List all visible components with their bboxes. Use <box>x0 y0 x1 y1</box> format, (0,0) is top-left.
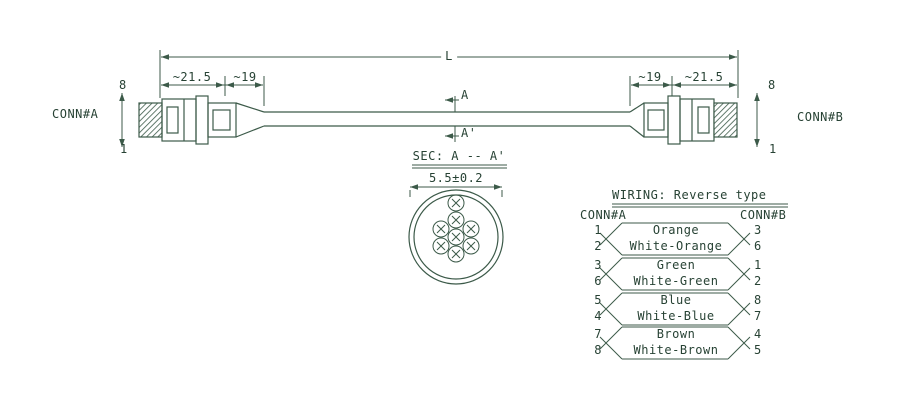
cable-diameter-label: 5.5±0.2 <box>428 171 484 185</box>
wiring-pair-symbols <box>599 222 751 360</box>
wiring-row: 5 Blue 8 <box>0 293 900 309</box>
pin-conn-b: 5 <box>754 343 762 357</box>
pin-conn-b: 3 <box>754 223 762 237</box>
pin-conn-a: 1 <box>594 223 602 237</box>
pin-conn-a: 2 <box>594 239 602 253</box>
left-collar <box>195 95 209 145</box>
dim-left-outer-label: ~21.5 <box>172 70 212 84</box>
right-plug-hatched <box>713 102 738 138</box>
section-cut-marks <box>445 96 459 142</box>
wire-color: Brown <box>656 327 696 341</box>
wiring-title: WIRING: Reverse type <box>612 188 767 202</box>
wiring-row: 7 Brown 4 <box>0 327 900 343</box>
pin-conn-b: 8 <box>754 293 762 307</box>
wire-color: Green <box>656 258 696 272</box>
right-pin-8-label: 8 <box>768 78 776 92</box>
left-plug-hatched <box>138 102 163 138</box>
wiring-conn-b-header: CONN#B <box>740 208 787 222</box>
section-title: SEC: A -- A' <box>412 149 506 163</box>
dim-right-inner-label: ~19 <box>638 70 662 84</box>
wire-color: White-Orange <box>629 239 723 253</box>
dim-left-inner-label: ~19 <box>233 70 257 84</box>
wire-color: White-Blue <box>637 309 715 323</box>
wiring-conn-a-header: CONN#A <box>580 208 627 222</box>
conn-a-label: CONN#A <box>52 107 99 121</box>
pin-conn-a: 3 <box>594 258 602 272</box>
conn-b-label: CONN#B <box>797 110 844 124</box>
pair-orange-symbol <box>599 222 751 256</box>
left-connector <box>138 95 265 145</box>
pin-conn-b: 7 <box>754 309 762 323</box>
wire-color: Orange <box>652 223 700 237</box>
section-a-label: A <box>461 88 469 102</box>
pair-green-symbol <box>599 257 751 291</box>
left-pin-8-label: 8 <box>119 78 127 92</box>
wire-color: White-Green <box>633 274 719 288</box>
wiring-row: 4 White-Blue 7 <box>0 309 900 325</box>
pair-brown-symbol <box>599 326 751 360</box>
wire-color: Blue <box>660 293 692 307</box>
wiring-row: 6 White-Green 2 <box>0 274 900 290</box>
dim-l-label: L <box>441 50 457 63</box>
right-boot-detail <box>647 109 665 131</box>
left-boot-detail <box>212 109 231 131</box>
dim-right-outer-label: ~21.5 <box>684 70 724 84</box>
cross-section <box>408 189 504 285</box>
pair-blue-symbol <box>599 292 751 326</box>
right-pin-1-label: 1 <box>769 142 777 156</box>
left-plug-latch <box>166 106 179 134</box>
pin-conn-b: 6 <box>754 239 762 253</box>
pin-conn-a: 8 <box>594 343 602 357</box>
pin-conn-a: 5 <box>594 293 602 307</box>
pin-conn-b: 1 <box>754 258 762 272</box>
wiring-row: 8 White-Brown 5 <box>0 343 900 359</box>
wiring-row: 1 Orange 3 <box>0 223 900 239</box>
pin-conn-a: 4 <box>594 309 602 323</box>
section-a-prime-label: A' <box>461 126 477 140</box>
pin-conn-a: 7 <box>594 327 602 341</box>
wiring-row: 2 White-Orange 6 <box>0 239 900 255</box>
wire-bundle <box>432 194 480 263</box>
right-plug-latch <box>697 106 710 134</box>
left-boot <box>207 102 237 138</box>
pin-conn-a: 6 <box>594 274 602 288</box>
left-pin-1-label: 1 <box>120 142 128 156</box>
cable-jacket-outer <box>408 189 504 285</box>
right-connector <box>629 95 738 145</box>
wire-color: White-Brown <box>633 343 719 357</box>
wiring-row: 3 Green 1 <box>0 258 900 274</box>
right-collar <box>667 95 681 145</box>
pin-conn-b: 4 <box>754 327 762 341</box>
pin-conn-b: 2 <box>754 274 762 288</box>
cable-body <box>264 111 630 127</box>
